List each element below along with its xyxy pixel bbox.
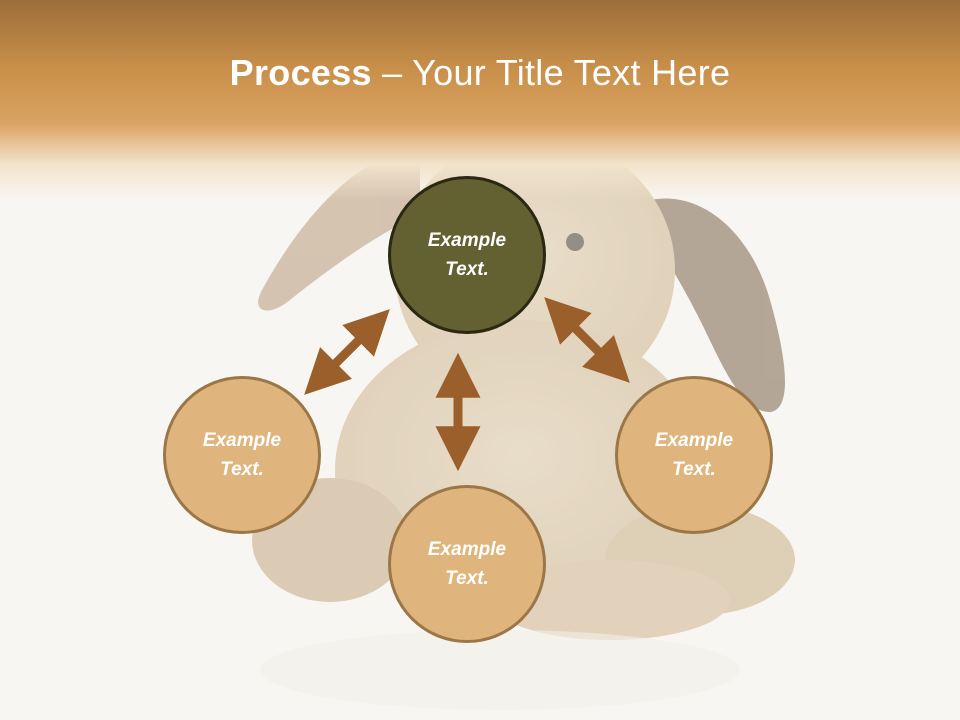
process-node-bottom[interactable]: Example Text.: [388, 485, 546, 643]
node-left-line2: Text.: [220, 459, 264, 480]
node-top-line1: Example: [427, 230, 507, 251]
arrow-top-right: [544, 297, 630, 383]
node-top-line2: Text.: [445, 259, 489, 280]
node-left-line1: Example: [202, 430, 282, 451]
header-band: [0, 0, 960, 200]
process-node-top[interactable]: Example Text.: [388, 176, 546, 334]
process-node-left[interactable]: Example Text.: [163, 376, 321, 534]
node-right-line1: Example: [654, 430, 734, 451]
process-node-right[interactable]: Example Text.: [615, 376, 773, 534]
arrow-top-left: [304, 309, 390, 395]
node-bottom-line2: Text.: [445, 568, 489, 589]
title-bold-text: Process: [229, 52, 372, 93]
node-bottom-line1: Example: [427, 539, 507, 560]
node-right-line2: Text.: [672, 459, 716, 480]
slide-title[interactable]: Process – Your Title Text Here: [0, 52, 960, 94]
title-rest-text: – Your Title Text Here: [371, 52, 731, 93]
